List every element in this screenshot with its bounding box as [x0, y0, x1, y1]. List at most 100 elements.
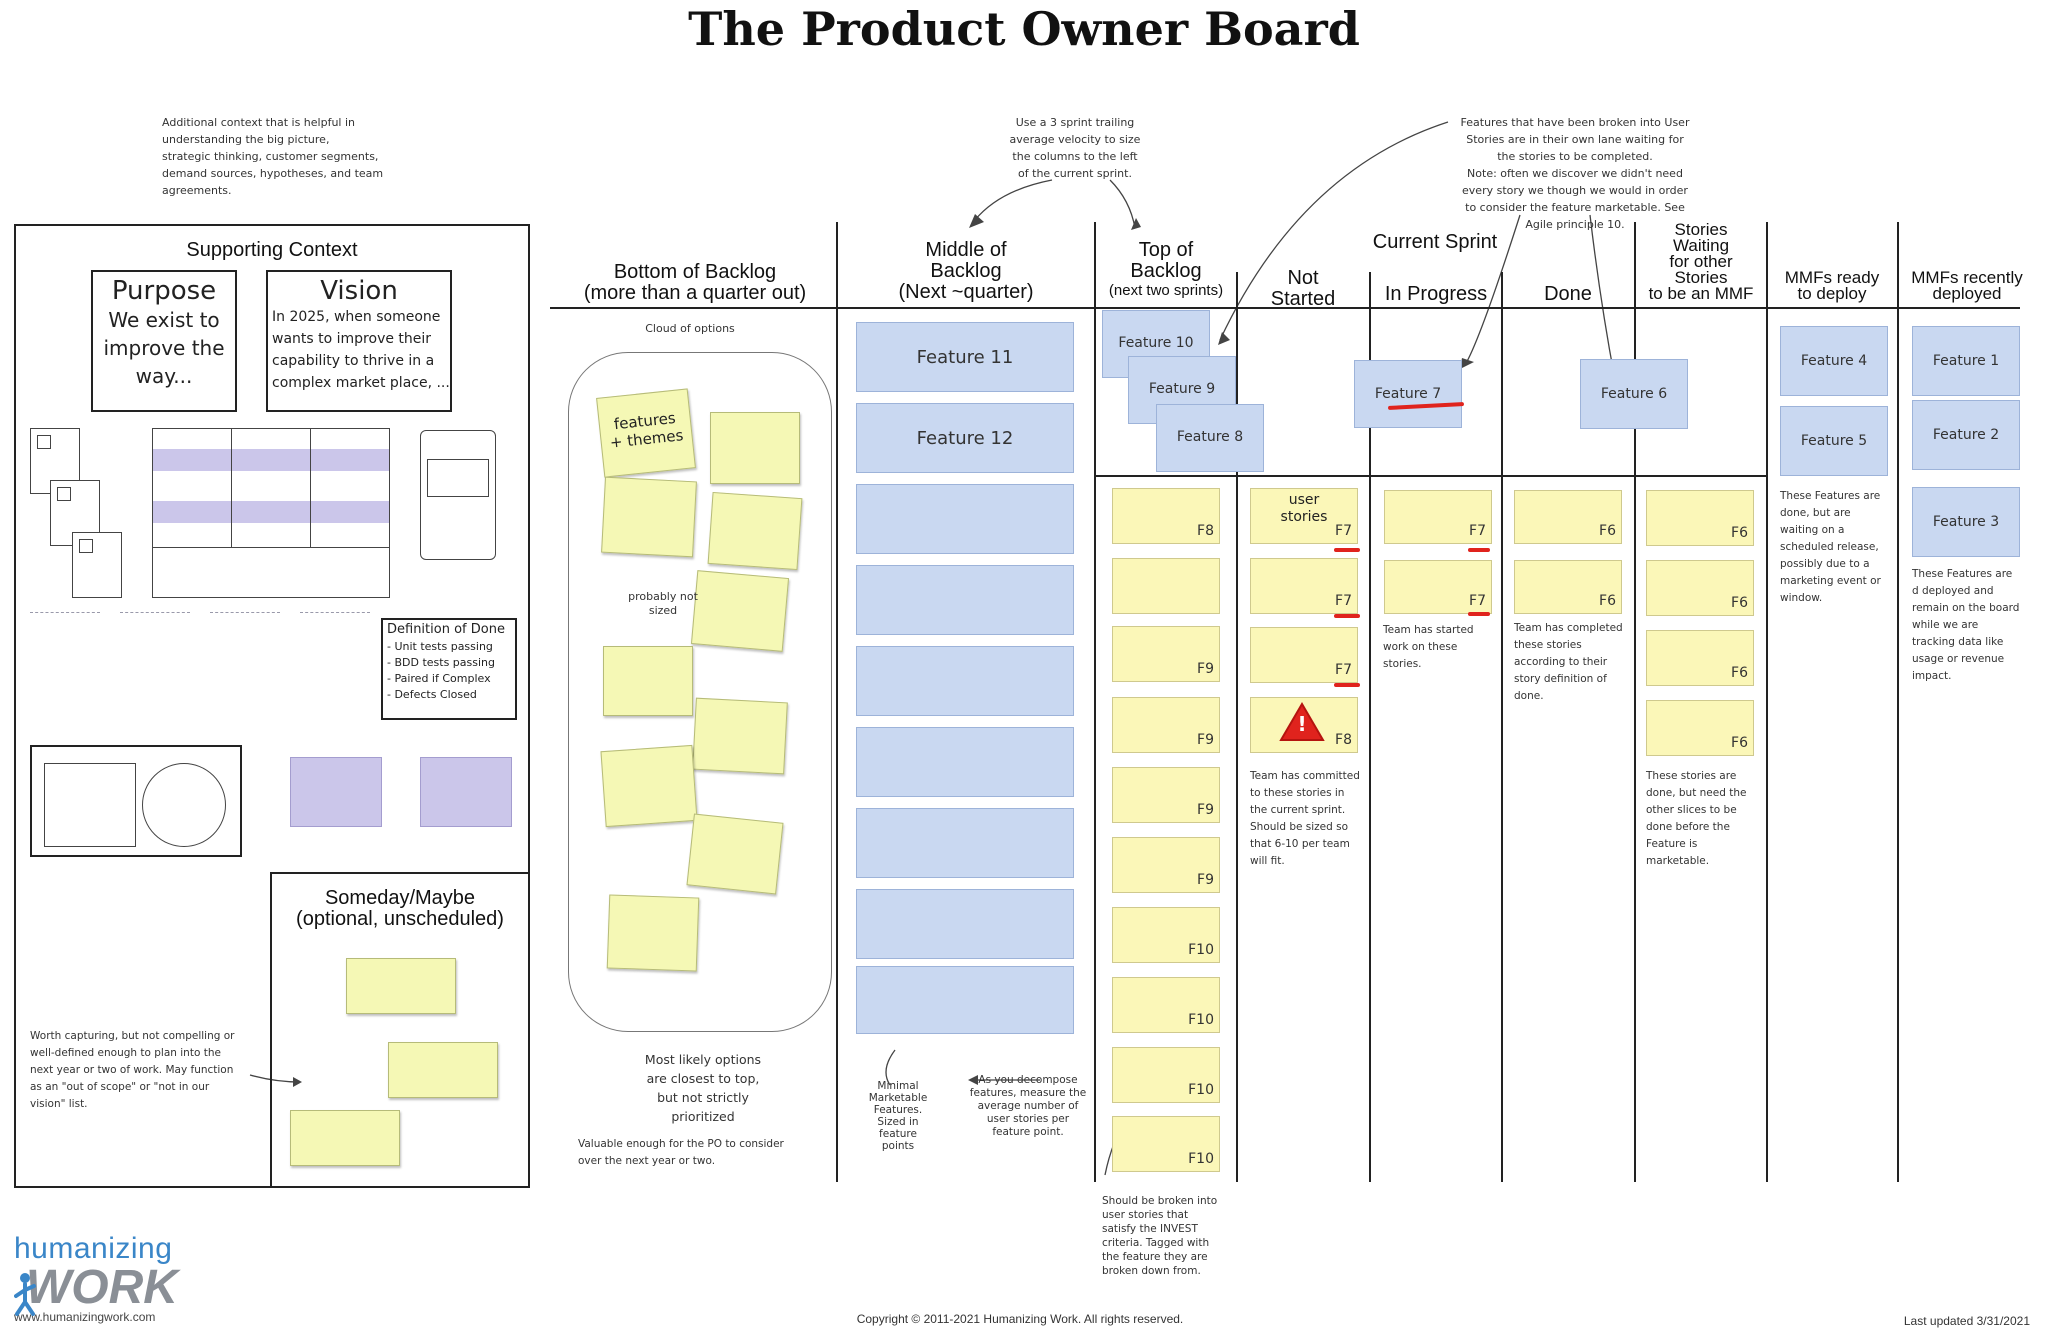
- option-sticky[interactable]: [600, 744, 698, 828]
- story-card[interactable]: F9: [1112, 626, 1220, 682]
- option-sticky[interactable]: [707, 491, 803, 571]
- board-title: The Product Owner Board: [688, 2, 1360, 56]
- humanizing-work-logo[interactable]: humanizing WORK www.humanizingwork.com: [14, 1232, 178, 1324]
- option-sticky[interactable]: [686, 813, 784, 895]
- story-card[interactable]: F6: [1514, 560, 1622, 614]
- option-sticky[interactable]: [603, 646, 693, 716]
- someday-maybe-panel: [270, 872, 530, 1188]
- story-card[interactable]: F6: [1646, 560, 1754, 616]
- vision-title: Vision: [320, 276, 398, 306]
- story-card[interactable]: F7: [1384, 560, 1492, 614]
- column-divider: [1236, 272, 1238, 1182]
- story-card[interactable]: F7: [1384, 490, 1492, 544]
- column-divider: [1897, 222, 1899, 1182]
- story-card[interactable]: F10: [1112, 1047, 1220, 1103]
- feature-card-blank[interactable]: [856, 484, 1074, 554]
- column-divider: [1369, 272, 1371, 1182]
- feature-card-blank[interactable]: [856, 966, 1074, 1034]
- column-divider: [1094, 222, 1096, 1182]
- feature-11-card[interactable]: Feature 11: [856, 322, 1074, 392]
- phone-wireframe: [420, 430, 496, 560]
- column-divider: [836, 222, 838, 1182]
- feature-card-blank[interactable]: [856, 727, 1074, 797]
- persona-doc-icon: [72, 532, 122, 598]
- story-card[interactable]: [1112, 558, 1220, 614]
- story-card[interactable]: F7: [1250, 627, 1358, 683]
- header-done: Done: [1544, 283, 1592, 305]
- feature-5-card[interactable]: Feature 5: [1780, 406, 1888, 476]
- cloud-label: Cloud of options: [645, 322, 735, 335]
- header-in-progress: In Progress: [1384, 283, 1488, 305]
- feature-8-card[interactable]: Feature 8: [1156, 404, 1264, 472]
- system-diagram: [30, 745, 242, 857]
- copyright-text: Copyright © 2011-2021 Humanizing Work. A…: [856, 1312, 1184, 1326]
- tag-underline: [1334, 548, 1360, 552]
- feature-1-card[interactable]: Feature 1: [1912, 326, 2020, 396]
- context-sticky-purple: [420, 757, 512, 827]
- feature-4-card[interactable]: Feature 4: [1780, 326, 1888, 396]
- option-sticky-features-themes[interactable]: features+ themes: [596, 388, 696, 478]
- person-icon: [14, 1272, 36, 1316]
- option-sticky[interactable]: [692, 697, 788, 775]
- option-sticky[interactable]: [710, 412, 800, 484]
- story-card[interactable]: F8: [1112, 488, 1220, 544]
- definition-of-done-card: Definition of Done - Unit tests passing-…: [381, 618, 517, 720]
- story-card[interactable]: F6: [1646, 630, 1754, 686]
- purpose-title: Purpose: [111, 276, 217, 306]
- feature-12-card[interactable]: Feature 12: [856, 403, 1074, 473]
- someday-sticky[interactable]: [388, 1042, 498, 1098]
- feature-card-blank[interactable]: [856, 646, 1074, 716]
- validation-cards: [30, 612, 370, 722]
- feature-2-card[interactable]: Feature 2: [1912, 400, 2020, 470]
- story-card[interactable]: F10: [1112, 977, 1220, 1033]
- context-sticky-purple: [290, 757, 382, 827]
- column-divider: [1501, 272, 1503, 1182]
- feature-card-blank[interactable]: [856, 565, 1074, 635]
- story-card[interactable]: F9: [1112, 697, 1220, 753]
- option-sticky[interactable]: [606, 894, 700, 972]
- someday-sticky[interactable]: [346, 958, 456, 1014]
- story-card[interactable]: F6: [1646, 700, 1754, 756]
- warning-icon: [1279, 702, 1325, 741]
- story-card[interactable]: F9: [1112, 767, 1220, 823]
- story-card[interactable]: F10: [1112, 907, 1220, 963]
- feature-6-card[interactable]: Feature 6: [1580, 359, 1688, 429]
- story-card[interactable]: F9: [1112, 837, 1220, 893]
- someday-sticky[interactable]: [290, 1110, 400, 1166]
- story-card-blocked[interactable]: ! F8: [1250, 697, 1358, 753]
- supporting-context-panel: [14, 224, 530, 1188]
- feature-3-card[interactable]: Feature 3: [1912, 487, 2020, 557]
- story-card[interactable]: F7: [1250, 558, 1358, 614]
- story-card[interactable]: F10: [1112, 1116, 1220, 1172]
- header-divider: [550, 307, 2020, 309]
- story-card[interactable]: F6: [1646, 490, 1754, 546]
- option-sticky[interactable]: [601, 476, 697, 558]
- feature-card-blank[interactable]: [856, 889, 1074, 959]
- story-card[interactable]: F6: [1514, 490, 1622, 544]
- feature-card-blank[interactable]: [856, 808, 1074, 878]
- tag-underline: [1468, 612, 1490, 616]
- tag-underline: [1334, 614, 1360, 618]
- feature-7-card[interactable]: Feature 7: [1354, 360, 1462, 428]
- sprint-divider: [1094, 475, 1766, 477]
